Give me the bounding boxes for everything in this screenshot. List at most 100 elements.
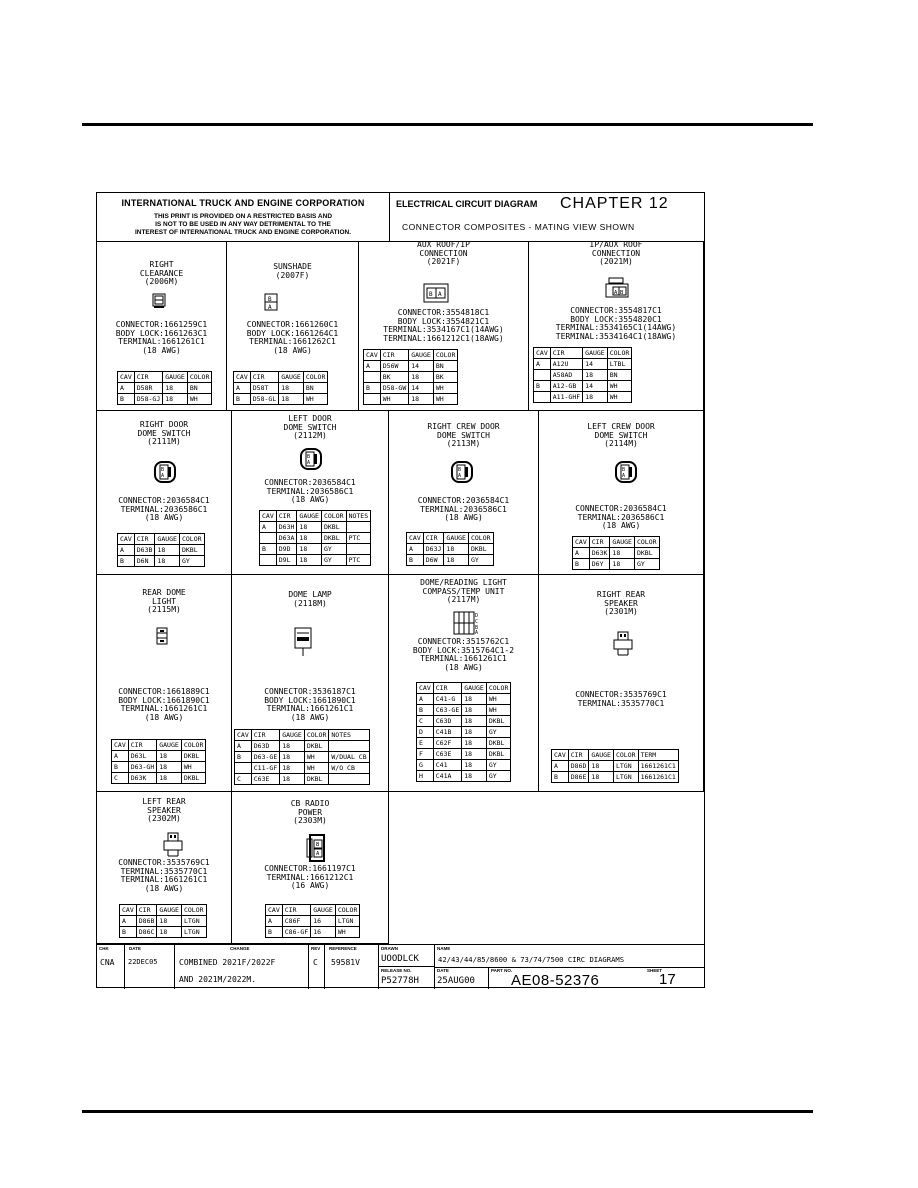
table-cell: C63E <box>250 773 281 785</box>
table-cell: B <box>233 393 251 405</box>
table-cell: CIR <box>133 533 156 545</box>
table-cell: CIR <box>432 682 463 694</box>
table-cell: 18 <box>461 704 487 716</box>
connector-name-line: AUX ROOF/IP <box>417 240 470 249</box>
svg-text:A: A <box>475 630 478 635</box>
table-cell: 14 <box>408 360 434 372</box>
table-cell: 18 <box>461 737 487 749</box>
connector-name-line: (2303M) <box>293 816 327 825</box>
table-cell: B <box>416 704 434 716</box>
table-cell: CIR <box>379 349 410 361</box>
table-cell: 18 <box>156 915 182 927</box>
table-cell: WH <box>432 382 459 394</box>
spec-line: TERMINAL:2036586C1 <box>120 504 208 514</box>
notice-line: THIS PRINT IS PROVIDED ON A RESTRICTED B… <box>153 213 333 220</box>
table-cell: H <box>416 770 434 782</box>
drawn-col: DRAWN UOODLCK <box>379 945 435 967</box>
table-cell: GAUGE <box>162 371 188 383</box>
svg-text:B: B <box>161 467 164 473</box>
title-block-top: ELECTRICAL CIRCUIT DIAGRAM CHAPTER 12 CO… <box>390 193 704 241</box>
ref-value: 59581V <box>331 958 360 967</box>
table-cell: C63-GE <box>432 704 463 716</box>
table-cell: WH <box>303 762 330 774</box>
table-cell: BN <box>302 382 329 394</box>
svg-text:B: B <box>429 291 433 298</box>
table-cell: 18 <box>162 382 188 394</box>
table-cell: 18 <box>279 762 305 774</box>
table-cell: LTGN <box>612 760 639 772</box>
spec-line: (18 AWG) <box>601 521 641 530</box>
table-cell: COLOR <box>180 739 207 751</box>
table-cell: D86C <box>135 926 158 938</box>
rev-col: REV C <box>309 945 325 989</box>
table-cell: DKBL <box>467 543 494 555</box>
table-cell: NOTES <box>345 510 372 522</box>
connector-name-line: (2115M) <box>147 605 181 614</box>
svg-text:A: A <box>438 291 442 298</box>
table-cell: A12-GB <box>549 380 584 392</box>
table-cell: 18 <box>296 521 322 533</box>
svg-text:B: B <box>268 296 272 303</box>
connector-name-line: SUNSHADE <box>273 262 312 271</box>
spec-line: BODY LOCK:1661890C1 <box>118 695 210 705</box>
svg-text:B: B <box>475 625 478 631</box>
table-cell: GY <box>485 726 512 738</box>
table-cell: 18 <box>154 544 180 556</box>
connector-face-icon <box>152 293 166 313</box>
table-cell: WH <box>379 393 410 405</box>
date-col: DATE 22DEC05 <box>125 945 175 989</box>
svg-text:A: A <box>458 473 461 479</box>
table-cell: COLOR <box>485 682 512 694</box>
table-cell: B <box>111 761 129 773</box>
table-cell: A <box>259 521 277 533</box>
table-cell: COLOR <box>334 904 361 916</box>
bottom-rule <box>82 1110 813 1113</box>
svg-text:A: A <box>307 460 310 466</box>
table-cell: B <box>117 555 135 567</box>
part-col: PART NO. AE08-52376 SHEET 17 <box>489 967 704 989</box>
table-cell: W/DUAL CB <box>328 751 370 763</box>
table-cell: A <box>551 760 569 772</box>
connector-name-line: (2301M) <box>604 607 638 616</box>
table-cell: BK <box>379 371 410 383</box>
table-cell: A <box>117 544 135 556</box>
table-cell: GY <box>485 759 512 771</box>
connector-name-line: (2112M) <box>293 431 327 440</box>
table-cell <box>363 393 381 405</box>
table-cell: D63L <box>127 750 158 762</box>
part-number: AE08-52376 <box>511 972 600 989</box>
table-cell: DKBL <box>633 547 660 559</box>
spec-line: TERMINAL:3534165C1(14AWG) <box>555 323 677 332</box>
table-cell: D63D <box>250 740 281 752</box>
table-cell: CIR <box>281 904 312 916</box>
table-cell: CAV <box>119 904 137 916</box>
chk-value: CNA <box>100 958 115 967</box>
table-cell: A <box>117 382 135 394</box>
table-cell: B <box>551 771 569 783</box>
change-col: CHANGE COMBINED 2021F/2022F AND 2021M/20… <box>175 945 309 989</box>
change-label: CHANGE <box>230 946 250 951</box>
table-cell: GY <box>320 554 347 566</box>
table-cell: A <box>572 547 590 559</box>
table-cell: A <box>363 360 381 372</box>
svg-text:A: A <box>161 473 164 479</box>
table-cell: GY <box>485 770 512 782</box>
